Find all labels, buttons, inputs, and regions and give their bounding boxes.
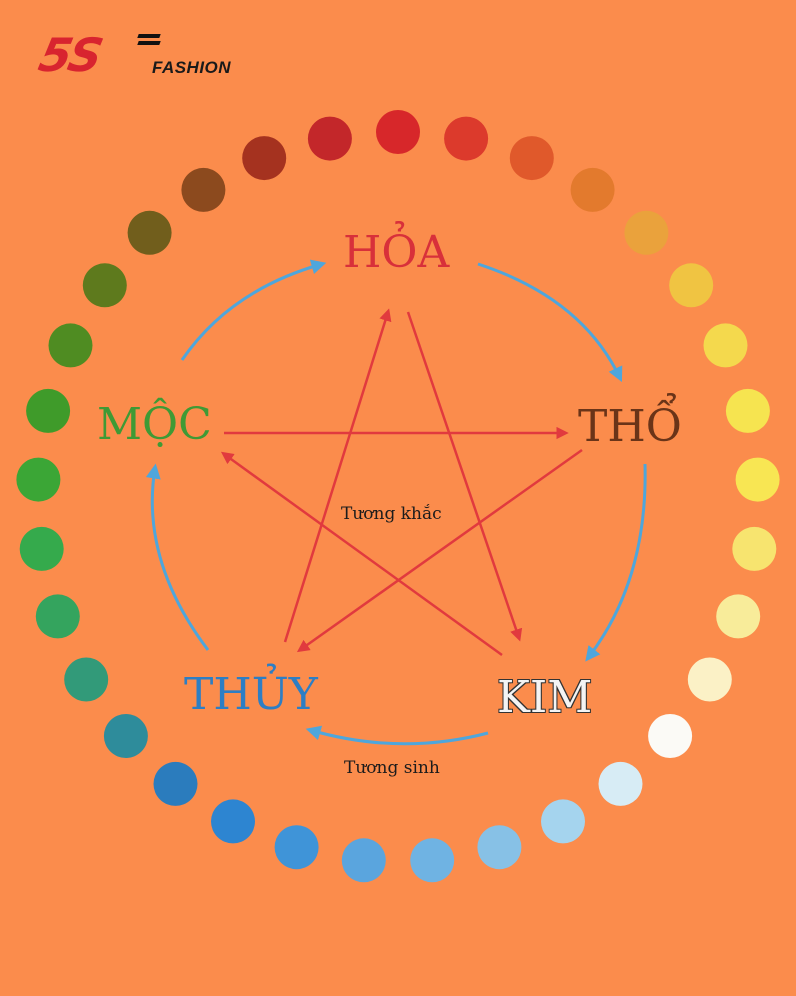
control-arrow-tho-thuy xyxy=(296,448,583,653)
color-dot xyxy=(703,323,748,368)
color-dot xyxy=(242,136,287,181)
color-dot xyxy=(410,838,455,883)
color-dot xyxy=(48,323,93,368)
control-arrow-thuy-hoa xyxy=(283,308,392,643)
generation-cycle xyxy=(145,259,647,746)
brand-logo: 5S FASHION xyxy=(34,28,270,82)
color-dot xyxy=(181,167,226,212)
color-dot xyxy=(509,136,554,181)
color-dot xyxy=(16,457,61,502)
color-dot xyxy=(735,457,780,502)
color-dot xyxy=(26,388,71,433)
brand-logo-word: FASHION xyxy=(152,58,232,77)
color-dot xyxy=(307,116,352,161)
color-dot xyxy=(687,657,732,702)
color-dot xyxy=(541,799,585,844)
color-dot xyxy=(725,388,770,433)
element-tho-label: THỔ xyxy=(578,401,682,452)
tuong-sinh-caption: Tương sinh xyxy=(344,758,440,778)
color-dot xyxy=(477,825,522,870)
color-dot xyxy=(127,210,172,255)
generation-arrow-moc-hoa xyxy=(180,259,327,361)
color-dot xyxy=(82,263,127,308)
color-dot xyxy=(444,116,489,161)
color-dot xyxy=(341,838,386,883)
element-thuy-label: THỦY xyxy=(184,669,318,720)
color-dot xyxy=(153,761,198,806)
generation-arrow-tho-kim xyxy=(585,463,647,662)
color-dot xyxy=(376,110,420,154)
color-dot xyxy=(19,526,64,571)
color-dot xyxy=(211,799,255,844)
color-dot xyxy=(103,714,148,758)
element-kim-label: KIM xyxy=(497,672,593,723)
control-cycle xyxy=(220,308,583,657)
color-dot xyxy=(716,594,761,639)
control-arrow-hoa-kim xyxy=(406,311,523,642)
color-dot xyxy=(35,594,80,639)
color-dot xyxy=(648,714,693,758)
tuong-khac-caption: Tương khắc xyxy=(341,504,442,524)
element-moc-label: MỘC xyxy=(97,399,212,450)
generation-arrow-kim-thuy xyxy=(305,725,489,746)
generation-arrow-hoa-tho xyxy=(477,262,623,383)
color-dot xyxy=(274,825,319,870)
color-dot xyxy=(732,526,777,571)
color-dot xyxy=(570,167,615,212)
color-dot xyxy=(669,263,714,308)
color-dot xyxy=(598,761,643,806)
color-dot xyxy=(64,657,109,702)
control-arrow-kim-moc xyxy=(220,451,503,657)
color-dot xyxy=(624,210,669,255)
element-hoa-label: HỎA xyxy=(343,227,450,278)
generation-arrow-thuy-moc xyxy=(145,463,210,651)
